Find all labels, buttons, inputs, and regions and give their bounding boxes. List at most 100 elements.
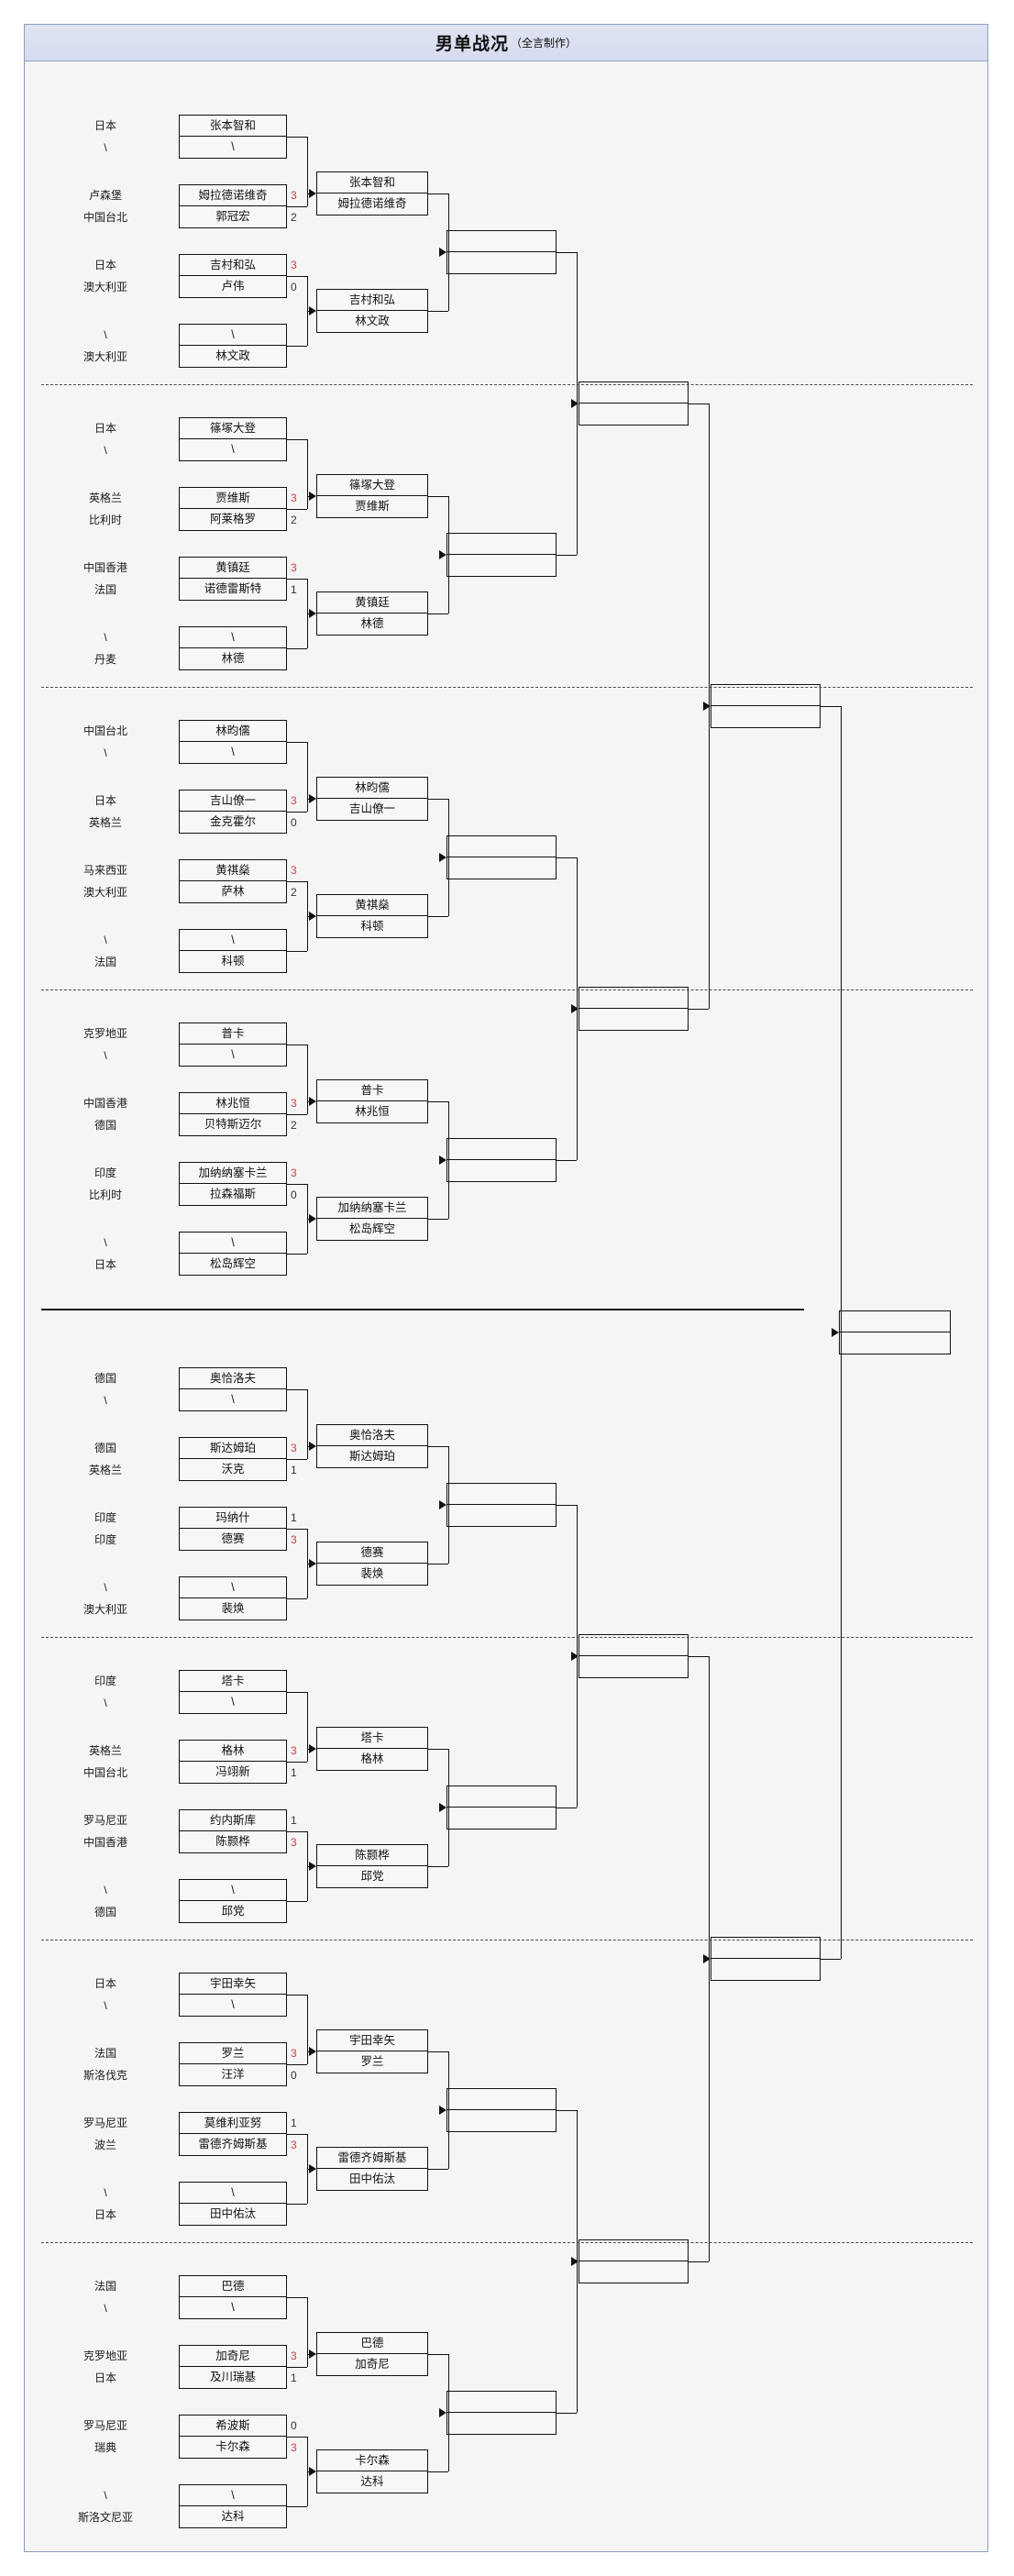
- match-slot-r3[interactable]: [446, 1160, 557, 1182]
- match-slot-r3[interactable]: [446, 857, 557, 879]
- match-slot-r1[interactable]: \: [179, 324, 287, 346]
- match-slot-r3[interactable]: [446, 252, 557, 274]
- match-slot-r4[interactable]: [579, 1634, 689, 1656]
- match-slot-r1[interactable]: 姆拉德诺维奇: [179, 184, 287, 206]
- match-slot-r4[interactable]: [579, 404, 689, 426]
- match-slot-r2[interactable]: 普卡: [316, 1079, 428, 1101]
- match-slot-r2[interactable]: 林兆恒: [316, 1101, 428, 1123]
- match-slot-r2[interactable]: 邱党: [316, 1866, 428, 1888]
- match-slot-r1[interactable]: \: [179, 1389, 287, 1411]
- match-slot-r4[interactable]: [579, 987, 689, 1009]
- match-slot-r1[interactable]: \: [179, 1995, 287, 2017]
- match-slot-r2[interactable]: 加奇尼: [316, 2354, 428, 2376]
- match-slot-r4[interactable]: [579, 381, 689, 404]
- match-slot-r1[interactable]: 巴德: [179, 2275, 287, 2297]
- match-slot-r1[interactable]: 卡尔森: [179, 2437, 287, 2459]
- match-slot-r1[interactable]: 松岛辉空: [179, 1254, 287, 1276]
- match-slot-r1[interactable]: 格林: [179, 1740, 287, 1762]
- match-slot-r5[interactable]: [711, 1959, 821, 1981]
- match-slot-r1[interactable]: 加纳纳塞卡兰: [179, 1162, 287, 1184]
- match-slot-r1[interactable]: 郭冠宏: [179, 206, 287, 228]
- match-slot-r1[interactable]: \: [179, 2182, 287, 2204]
- match-slot-r2[interactable]: 林德: [316, 614, 428, 636]
- match-slot-r2[interactable]: 陈颢桦: [316, 1844, 428, 1866]
- match-slot-r1[interactable]: 拉森福斯: [179, 1184, 287, 1206]
- match-slot-r1[interactable]: 裴焕: [179, 1598, 287, 1620]
- match-slot-r1[interactable]: 林德: [179, 648, 287, 670]
- match-slot-r1[interactable]: \: [179, 2484, 287, 2506]
- match-slot-final[interactable]: [839, 1310, 951, 1332]
- match-slot-r5[interactable]: [711, 706, 821, 728]
- match-slot-r1[interactable]: 宇田幸矢: [179, 1973, 287, 1995]
- match-slot-r2[interactable]: 张本智和: [316, 171, 428, 193]
- match-slot-r2[interactable]: 林昀儒: [316, 777, 428, 799]
- match-slot-r1[interactable]: \: [179, 1232, 287, 1254]
- match-slot-final[interactable]: [839, 1332, 951, 1354]
- match-slot-r3[interactable]: [446, 533, 557, 555]
- match-slot-r2[interactable]: 雷德齐姆斯基: [316, 2147, 428, 2169]
- match-slot-r3[interactable]: [446, 2413, 557, 2435]
- match-slot-r5[interactable]: [711, 1937, 821, 1959]
- match-slot-r3[interactable]: [446, 1138, 557, 1160]
- match-slot-r1[interactable]: 吉山僚一: [179, 790, 287, 812]
- match-slot-r3[interactable]: [446, 230, 557, 252]
- match-slot-r2[interactable]: 塔卡: [316, 1727, 428, 1749]
- match-slot-r1[interactable]: 莫维利亚努: [179, 2112, 287, 2134]
- match-slot-r1[interactable]: 萨林: [179, 881, 287, 903]
- match-slot-r3[interactable]: [446, 2391, 557, 2413]
- match-slot-r1[interactable]: 金克霍尔: [179, 812, 287, 834]
- match-slot-r1[interactable]: 及川瑞基: [179, 2367, 287, 2389]
- match-slot-r2[interactable]: 贾维斯: [316, 496, 428, 518]
- match-slot-r2[interactable]: 斯达姆珀: [316, 1446, 428, 1468]
- match-slot-r1[interactable]: 贝特斯迈尔: [179, 1114, 287, 1136]
- match-slot-r3[interactable]: [446, 1505, 557, 1527]
- match-slot-r1[interactable]: 沃克: [179, 1459, 287, 1481]
- match-slot-r2[interactable]: 吉村和弘: [316, 289, 428, 311]
- match-slot-r5[interactable]: [711, 684, 821, 706]
- match-slot-r1[interactable]: 黄镇廷: [179, 557, 287, 579]
- match-slot-r1[interactable]: \: [179, 626, 287, 648]
- match-slot-r1[interactable]: \: [179, 2297, 287, 2319]
- match-slot-r1[interactable]: \: [179, 439, 287, 461]
- match-slot-r2[interactable]: 黄镇廷: [316, 591, 428, 614]
- match-slot-r2[interactable]: 姆拉德诺维奇: [316, 193, 428, 216]
- match-slot-r1[interactable]: 德赛: [179, 1529, 287, 1551]
- match-slot-r1[interactable]: 贾维斯: [179, 487, 287, 509]
- match-slot-r1[interactable]: 奥恰洛夫: [179, 1367, 287, 1389]
- match-slot-r1[interactable]: \: [179, 1692, 287, 1714]
- match-slot-r1[interactable]: 科顿: [179, 951, 287, 973]
- match-slot-r1[interactable]: 篠塚大登: [179, 417, 287, 439]
- match-slot-r1[interactable]: 阿莱格罗: [179, 509, 287, 531]
- match-slot-r1[interactable]: 黄祺燊: [179, 859, 287, 881]
- match-slot-r2[interactable]: 加纳纳塞卡兰: [316, 1197, 428, 1219]
- match-slot-r1[interactable]: 约内斯库: [179, 1809, 287, 1831]
- match-slot-r3[interactable]: [446, 1786, 557, 1808]
- match-slot-r3[interactable]: [446, 2088, 557, 2110]
- match-slot-r3[interactable]: [446, 2110, 557, 2132]
- match-slot-r2[interactable]: 罗兰: [316, 2051, 428, 2073]
- match-slot-r1[interactable]: 张本智和: [179, 115, 287, 137]
- match-slot-r2[interactable]: 格林: [316, 1749, 428, 1771]
- match-slot-r2[interactable]: 奥恰洛夫: [316, 1424, 428, 1446]
- match-slot-r1[interactable]: 林文政: [179, 346, 287, 368]
- match-slot-r1[interactable]: 加奇尼: [179, 2345, 287, 2367]
- match-slot-r1[interactable]: 冯翊新: [179, 1762, 287, 1784]
- match-slot-r3[interactable]: [446, 1808, 557, 1830]
- match-slot-r1[interactable]: 吉村和弘: [179, 254, 287, 276]
- match-slot-r2[interactable]: 德赛: [316, 1542, 428, 1564]
- match-slot-r1[interactable]: 希波斯: [179, 2415, 287, 2437]
- match-slot-r1[interactable]: 塔卡: [179, 1670, 287, 1692]
- match-slot-r1[interactable]: \: [179, 1045, 287, 1067]
- match-slot-r1[interactable]: 罗兰: [179, 2042, 287, 2064]
- match-slot-r2[interactable]: 达科: [316, 2471, 428, 2493]
- match-slot-r2[interactable]: 松岛辉空: [316, 1219, 428, 1241]
- match-slot-r1[interactable]: \: [179, 1576, 287, 1598]
- match-slot-r2[interactable]: 黄祺燊: [316, 894, 428, 916]
- match-slot-r1[interactable]: 斯达姆珀: [179, 1437, 287, 1459]
- match-slot-r1[interactable]: 邱党: [179, 1901, 287, 1923]
- match-slot-r4[interactable]: [579, 2261, 689, 2283]
- match-slot-r3[interactable]: [446, 835, 557, 857]
- match-slot-r2[interactable]: 宇田幸矢: [316, 2029, 428, 2051]
- match-slot-r1[interactable]: \: [179, 1879, 287, 1901]
- match-slot-r1[interactable]: 玛纳什: [179, 1507, 287, 1529]
